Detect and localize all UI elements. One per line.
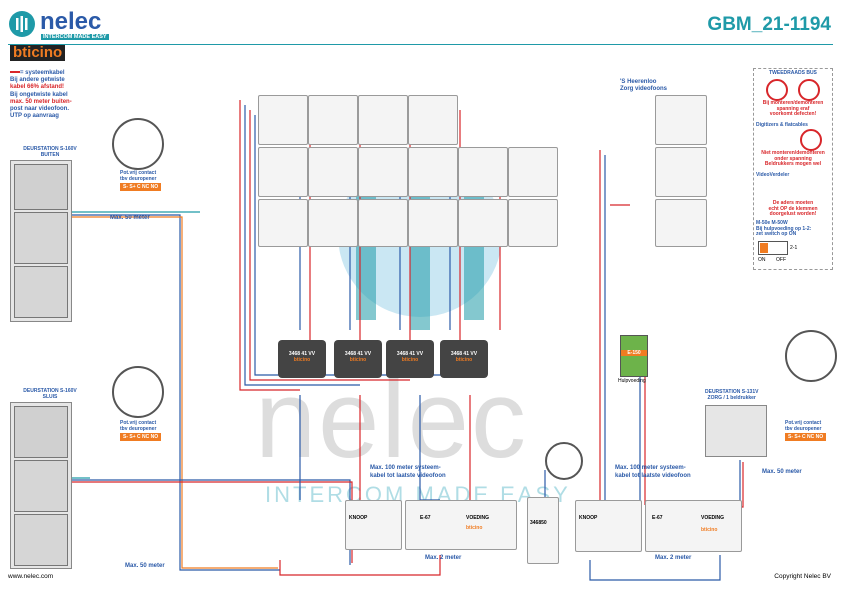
relay-contact-sluis: Pot.vrij contact tbv deuropener S- S+ C …: [120, 420, 162, 441]
legend-flat-title: Digitizers & flatcables: [756, 122, 808, 128]
no-flatcable-icon: [800, 129, 822, 151]
bticino-logo: bticino: [10, 44, 66, 61]
videophone: [258, 199, 308, 247]
legend-title: TWEEDRAADS BUS: [769, 70, 817, 76]
videophone: [358, 199, 408, 247]
cable-note: = systeemkabel Bij andere getwiste kabel…: [10, 70, 90, 120]
videophone: [655, 147, 707, 197]
video-distributor: 3468 41 VV bticino: [440, 340, 488, 378]
footer-copyright: Copyright Nelec BV: [774, 573, 831, 580]
videophone: [408, 199, 458, 247]
switch-off-label: OFF: [776, 257, 786, 263]
zorg-station: [705, 405, 767, 457]
no-power-icon: [766, 79, 788, 101]
max50-label: Max. 50 meter: [125, 563, 165, 569]
relay-contact-zorg: Pot.vrij contact tbv deuropener S- S+ C …: [785, 420, 827, 441]
videophone: [458, 199, 508, 247]
outdoor-station: [10, 160, 72, 322]
videophone: [508, 147, 558, 197]
videophone: [408, 147, 458, 197]
cable-note-line: Bij ongetwiste kabel: [10, 91, 68, 98]
brand-tagline: INTERCOM MADE EASY: [41, 34, 109, 40]
controller-346850: 346850: [527, 497, 559, 564]
drawing-id: GBM_21-1194: [707, 14, 831, 35]
knoop-module-left: KNOOP: [345, 500, 402, 550]
keypad-module: [14, 460, 68, 512]
nelec-logo-icon: [9, 11, 35, 37]
knoop-module-right: KNOOP: [575, 500, 642, 552]
videophone: [358, 95, 408, 145]
videophone: [258, 95, 308, 145]
zorg-videophones: [655, 95, 707, 247]
videophone: [655, 95, 707, 145]
video-distributor: 3468 41 VV bticino: [386, 340, 434, 378]
cable-note-line: UTP op aanvraag: [10, 113, 59, 120]
ctl-terminal: [545, 442, 583, 480]
max100-label-left: Max. 100 meter systeem-kabel tot laatste…: [370, 465, 446, 479]
videophone: [408, 95, 458, 145]
max2-label-left: Max. 2 meter: [425, 555, 462, 561]
sluis-station: [10, 402, 72, 569]
dip-switch: [758, 241, 788, 255]
cable-note-line: max. 50 meter buiten-: [10, 98, 72, 105]
no-power-icon: [798, 79, 820, 101]
camera-module: [14, 406, 68, 458]
videophone: [655, 199, 707, 247]
header-divider: [8, 44, 833, 45]
aux-power-e150: E-150: [620, 335, 648, 377]
brand-name: nelec: [40, 8, 102, 35]
videophone: [458, 147, 508, 197]
camera-module: [14, 164, 68, 210]
videophone: [308, 199, 358, 247]
relay-contact-outdoor: Pot.vrij contact tbv deuropener S- S+ C …: [120, 170, 162, 191]
max50-label: Max. 50 meter: [110, 215, 150, 221]
videophone: [258, 147, 308, 197]
legend-vv-title: VideoVerdeler: [756, 172, 790, 178]
button-module: [14, 514, 68, 566]
cable-note-line: post naar videofoon.: [10, 106, 70, 113]
cable-note-line: = systeemkabel: [10, 70, 90, 77]
cable-note-line: kabel 66% afstand!: [10, 84, 65, 91]
terminal-zoom: [112, 118, 164, 170]
zorg-terminal-zoom: [785, 330, 837, 382]
videophone-grid: [258, 95, 558, 247]
max2-label-right: Max. 2 meter: [655, 555, 692, 561]
footer-website: www.nelec.com: [8, 573, 54, 580]
max100-label-right: Max. 100 meter systeem-kabel tot laatste…: [615, 465, 691, 479]
nelec-logo: nelec INTERCOM MADE EASY: [8, 8, 118, 48]
power-module-right: E-67 VOEDING bticino: [645, 500, 742, 552]
video-distributor: 3468 41 VV bticino: [334, 340, 382, 378]
video-distributor: 3468 41 VV bticino: [278, 340, 326, 378]
cable-note-line: Bij andere getwiste: [10, 77, 65, 84]
terminal-zoom: [112, 366, 164, 418]
videophone: [358, 147, 408, 197]
power-module-left: E-67 VOEDING bticino: [405, 500, 517, 550]
max50-label-right: Max. 50 meter: [762, 469, 802, 475]
switch-on-label: ON: [758, 257, 766, 263]
aux-power-label: Hulpvoeding: [618, 378, 646, 384]
button-module: [14, 266, 68, 318]
dip-switch-label: 2-1: [790, 245, 798, 251]
videophone: [308, 147, 358, 197]
keypad-module: [14, 212, 68, 264]
videophone: [308, 95, 358, 145]
videophone: [508, 199, 558, 247]
